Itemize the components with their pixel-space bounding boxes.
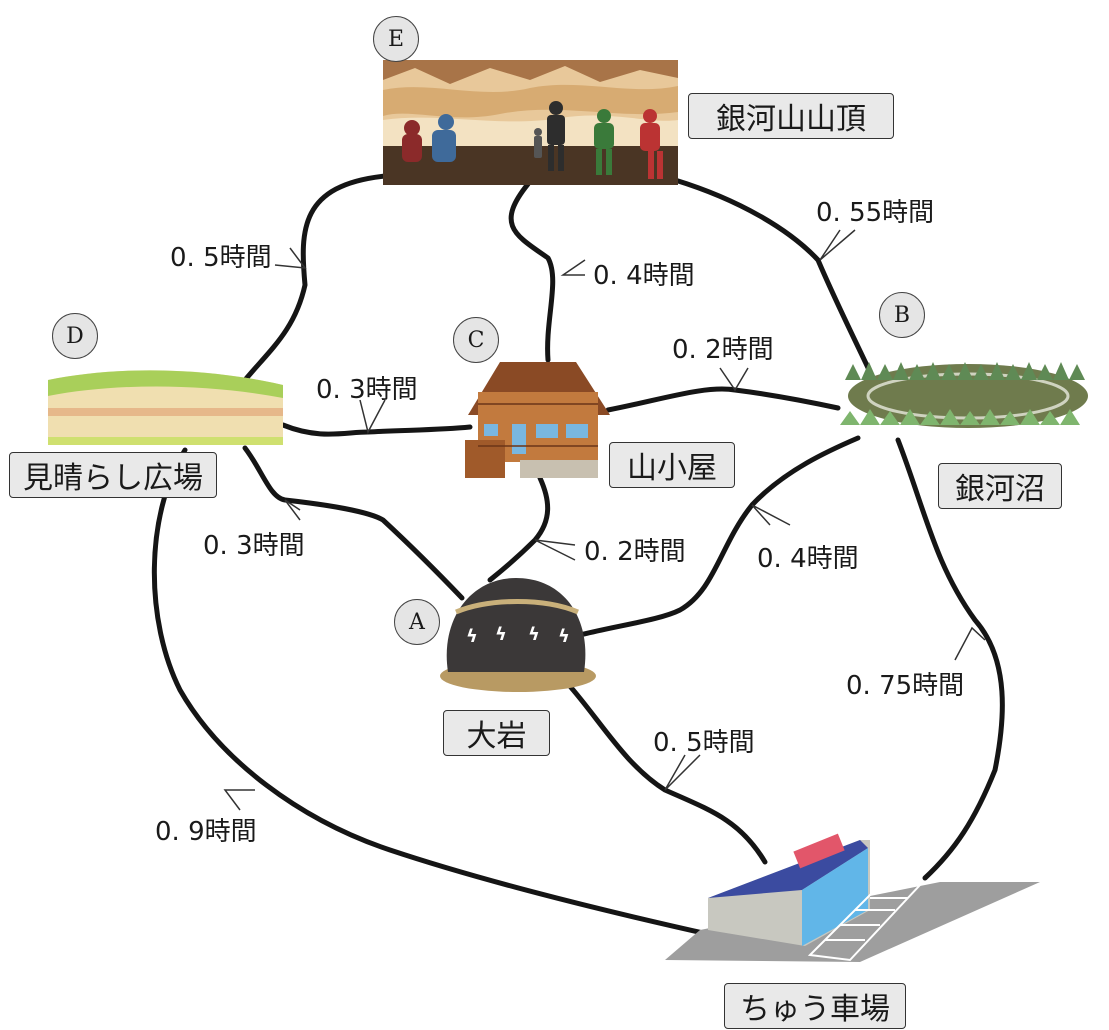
place-label-marsh: 銀河沼 bbox=[938, 463, 1062, 509]
plaza-picture bbox=[48, 370, 283, 445]
route-time-plaza-hut: 0. 3時間 bbox=[316, 374, 418, 405]
route-time-plaza-parking: 0. 9時間 bbox=[155, 816, 257, 847]
trail-hut-rock bbox=[487, 475, 551, 583]
route-time-rock-parking: 0. 5時間 bbox=[653, 727, 755, 758]
route-time-hut-rock: 0. 2時間 bbox=[584, 536, 686, 567]
place-label-rock: 大岩 bbox=[443, 710, 550, 756]
trail-hut-marsh bbox=[605, 386, 841, 413]
route-time-rock-marsh: 0. 4時間 bbox=[757, 543, 859, 574]
trail-rock-parking bbox=[565, 681, 768, 865]
trail-summit-marsh bbox=[672, 177, 873, 375]
svg-text:ϟ: ϟ bbox=[495, 624, 507, 645]
svg-text:ϟ: ϟ bbox=[466, 626, 478, 647]
parking-picture bbox=[665, 833, 1040, 962]
trail-plaza-rock bbox=[242, 445, 465, 601]
marker-a: A bbox=[394, 599, 440, 645]
route-time-marsh-parking: 0. 75時間 bbox=[846, 670, 965, 701]
marker-d: D bbox=[52, 313, 98, 359]
trail-rock-marsh bbox=[577, 435, 861, 638]
summit-picture bbox=[383, 60, 678, 185]
trail-summit-hut bbox=[508, 181, 556, 363]
route-time-hut-marsh: 0. 2時間 bbox=[672, 334, 774, 365]
trail-marsh-parking bbox=[895, 437, 1005, 881]
place-label-summit: 銀河山山頂 bbox=[688, 93, 894, 139]
route-time-summit-plaza: 0. 5時間 bbox=[170, 242, 272, 273]
place-label-parking: ちゅう車場 bbox=[724, 983, 906, 1029]
marker-b: B bbox=[879, 292, 925, 338]
svg-text:ϟ: ϟ bbox=[558, 626, 570, 647]
trail-plaza-parking bbox=[151, 447, 715, 938]
trail-plaza-hut bbox=[280, 422, 473, 437]
marsh-picture bbox=[840, 362, 1088, 428]
route-time-summit-hut: 0. 4時間 bbox=[593, 260, 695, 291]
marker-c: C bbox=[453, 317, 499, 363]
place-label-plaza: 見晴らし広場 bbox=[9, 452, 217, 498]
marker-e: E bbox=[373, 16, 419, 62]
route-time-summit-marsh: 0. 55時間 bbox=[816, 197, 935, 228]
svg-text:ϟ: ϟ bbox=[528, 624, 540, 645]
hut-picture bbox=[465, 362, 610, 478]
route-time-plaza-rock: 0. 3時間 bbox=[203, 530, 305, 561]
trail-summit-plaza bbox=[242, 173, 388, 383]
place-label-hut: 山小屋 bbox=[609, 442, 735, 488]
label-pointers bbox=[223, 229, 986, 811]
